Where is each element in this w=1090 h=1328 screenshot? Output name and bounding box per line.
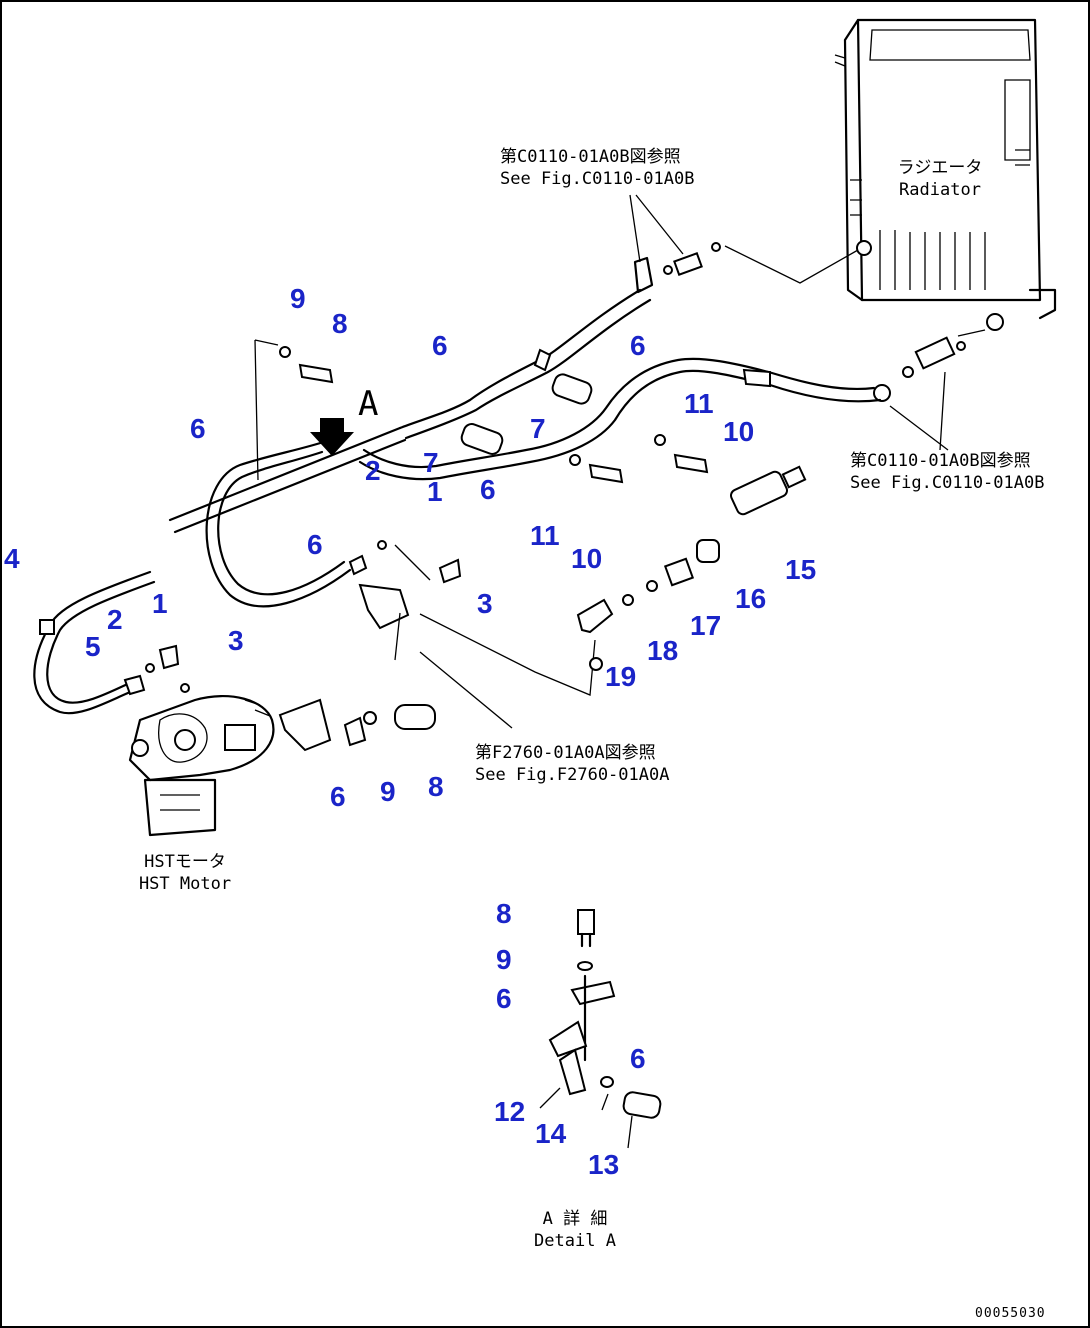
callout-11: 11 [684, 388, 714, 419]
callout-2: 2 [365, 455, 381, 486]
reference-note-right: 第C0110-01A0B図参照 See Fig.C0110-01A0B [850, 450, 1044, 494]
leader-radiator-bottom [957, 329, 986, 337]
reference-note-bottom-en: See Fig.F2760-01A0A [475, 765, 670, 785]
upper-fittings [629, 194, 721, 294]
callout-10: 10 [723, 416, 755, 447]
leader-radiator-top [724, 245, 859, 284]
callout-16: 16 [735, 583, 767, 614]
callout-8: 8 [428, 771, 444, 802]
callout-9: 9 [496, 944, 512, 975]
callout-14: 14 [535, 1118, 567, 1149]
detail-a-label-jp: A 詳 細 [542, 1209, 608, 1229]
callout-6: 6 [630, 330, 646, 361]
clamps-and-parts [254, 339, 709, 729]
reference-note-right-en: See Fig.C0110-01A0B [850, 473, 1045, 493]
detail-a-drawing [539, 909, 662, 1149]
radiator-label-jp: ラジエータ [897, 158, 983, 178]
reference-note-top-jp: 第C0110-01A0B図参照 [500, 147, 681, 167]
detail-a-label: A 詳 細 Detail A [525, 1208, 625, 1252]
callout-6: 6 [190, 413, 206, 444]
callout-6: 6 [480, 474, 496, 505]
callout-6: 6 [307, 529, 323, 560]
callout-9: 9 [380, 776, 396, 807]
callout-4: 4 [4, 543, 20, 574]
fittings-group-15-19 [576, 465, 807, 671]
callout-7: 7 [530, 413, 546, 444]
reference-note-bottom: 第F2760-01A0A図参照 See Fig.F2760-01A0A [475, 742, 669, 786]
callout-1: 1 [427, 476, 443, 507]
callout-6: 6 [330, 781, 346, 812]
hst-motor-drawing [128, 644, 436, 837]
callout-6: 6 [496, 983, 512, 1014]
callout-13: 13 [588, 1149, 620, 1180]
callout-11: 11 [530, 520, 560, 551]
callout-1: 1 [152, 588, 168, 619]
radiator-label: ラジエータ Radiator [880, 157, 1000, 201]
callout-19: 19 [605, 661, 637, 692]
callout-8: 8 [496, 898, 512, 929]
detail-a-label-en: Detail A [534, 1231, 616, 1251]
callout-9: 9 [290, 283, 306, 314]
callout-6: 6 [630, 1043, 646, 1074]
drawing-code: 00055030 [975, 1306, 1046, 1321]
hose-routing [33, 288, 882, 715]
callout-8: 8 [332, 308, 348, 339]
right-fittings [873, 336, 966, 451]
reference-note-right-jp: 第C0110-01A0B図参照 [850, 451, 1031, 471]
callout-5: 5 [85, 631, 101, 662]
callout-7: 7 [423, 447, 439, 478]
reference-note-bottom-jp: 第F2760-01A0A図参照 [475, 743, 656, 763]
radiator-label-en: Radiator [899, 180, 981, 200]
hst-motor-label-jp: HSTモータ [144, 852, 226, 872]
radiator-drawing [834, 18, 1057, 331]
hst-motor-label: HSTモータ HST Motor [120, 851, 250, 895]
callout-6: 6 [432, 330, 448, 361]
view-letter-a: A [358, 384, 379, 424]
reference-note-top: 第C0110-01A0B図参照 See Fig.C0110-01A0B [500, 146, 694, 190]
callout-3: 3 [477, 588, 493, 619]
callout-15: 15 [785, 554, 817, 585]
view-a-arrow [310, 418, 354, 456]
callout-10: 10 [571, 543, 603, 574]
hst-motor-label-en: HST Motor [138, 874, 232, 894]
callout-12: 12 [494, 1096, 526, 1127]
callout-2: 2 [107, 604, 123, 635]
callout-17: 17 [690, 610, 722, 641]
callout-18: 18 [647, 635, 679, 666]
reference-note-top-en: See Fig.C0110-01A0B [500, 169, 695, 189]
callout-3: 3 [228, 625, 244, 656]
